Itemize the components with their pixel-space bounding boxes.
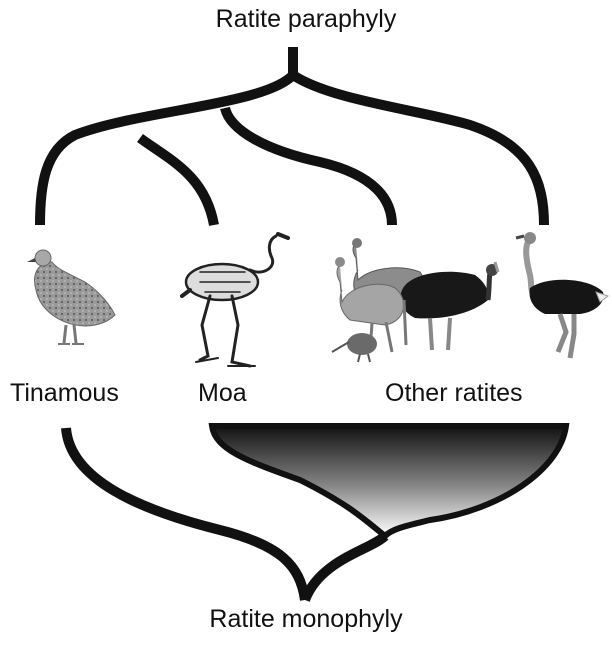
- taxon-label-tinamous: Tinamous: [10, 378, 119, 408]
- taxon-label-moa: Moa: [198, 378, 247, 408]
- other-ratites-illustration: [332, 238, 498, 362]
- monophyly-tree: [66, 426, 566, 600]
- branch-right-main: [293, 75, 544, 225]
- branch-left-main: [40, 75, 293, 225]
- taxon-label-other-ratites: Other ratites: [385, 378, 523, 408]
- ratite-clade-wedge: [212, 426, 566, 536]
- branch-inner-right: [225, 108, 392, 225]
- title-ratite-paraphyly: Ratite paraphyly: [0, 4, 612, 34]
- ostrich-illustration: [516, 232, 608, 358]
- branch-ratites-bottom: [305, 536, 385, 600]
- tinamou-illustration: [27, 250, 115, 344]
- paraphyly-tree: [40, 47, 544, 225]
- branch-tin-moa-node: [140, 138, 214, 225]
- title-ratite-monophyly: Ratite monophyly: [0, 604, 612, 634]
- moa-skeleton-illustration: [182, 234, 288, 366]
